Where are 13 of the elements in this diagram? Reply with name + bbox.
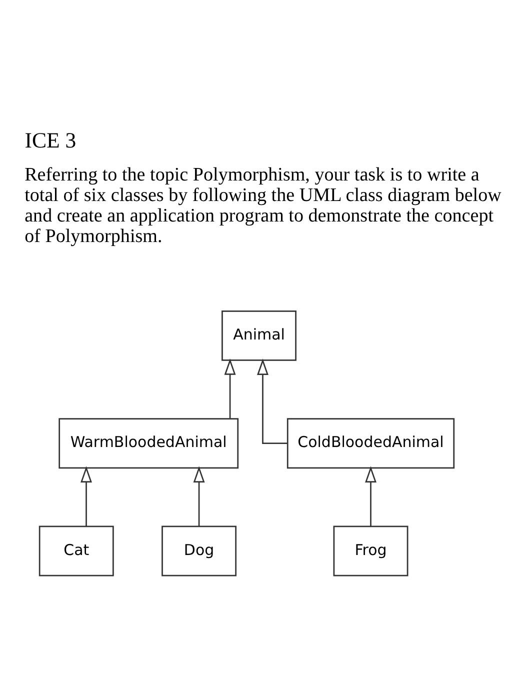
arrow	[257, 358, 288, 444]
node-box: Frog	[333, 526, 408, 576]
arrow	[193, 466, 205, 526]
node-box: WarmBloodedAnimal	[58, 418, 239, 469]
node-box: ColdBloodedAnimal	[286, 418, 455, 469]
diagram-title: ICE 3	[24, 128, 76, 152]
arrow	[365, 466, 376, 526]
node-box: Dog	[162, 526, 237, 576]
arrow	[80, 466, 92, 526]
node-box: Animal	[222, 310, 296, 361]
arrow	[224, 358, 236, 418]
label: Referring to the topic Polymorphism, your task is to write a total of six classes by following the UML class diagram below and create an application program to demonstrate the concept of Polymorphism.	[24, 164, 502, 247]
node-box: Cat	[38, 526, 114, 576]
